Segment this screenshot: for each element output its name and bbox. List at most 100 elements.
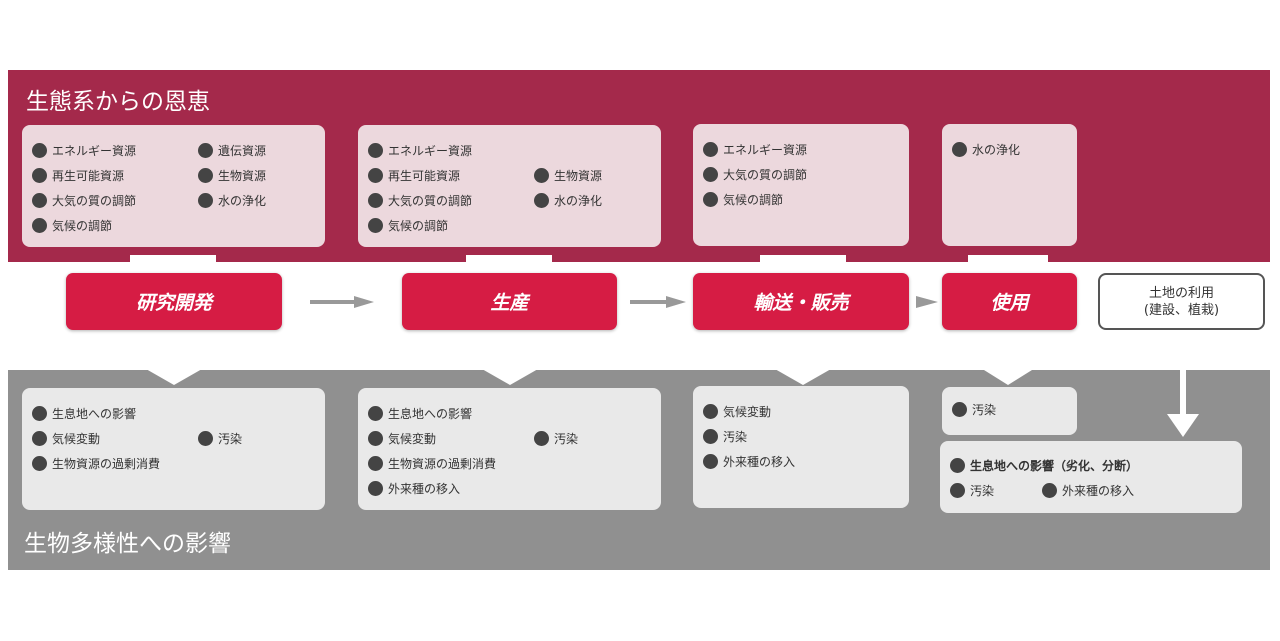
bullet-icon [368,168,383,183]
item-row: 生物資源の過剰消費 [368,451,661,476]
connector [130,255,216,277]
item-row: 大気の質の調節 水の浄化 [368,188,661,213]
list-item: 大気の質の調節 [703,166,807,183]
bullet-icon [198,168,213,183]
list-item: 気候の調節 [703,191,783,208]
item-label: 生息地への影響 [52,407,137,421]
item-row: 再生可能資源 生物資源 [368,163,661,188]
item-row: エネルギー資源 遺伝資源 [32,138,325,163]
item-label: 気候変動 [388,432,437,446]
impacts-box-transport: 気候変動汚染外来種の移入 [693,386,909,508]
list-item: 生物資源 [534,167,602,184]
land-use-label: 土地の利用 [1148,285,1214,301]
impacts-box-use: 汚染 [942,387,1077,435]
item-label: 水の浄化 [972,143,1021,157]
item-label: 水の浄化 [554,194,603,208]
item-row: エネルギー資源 [703,137,909,162]
right-arrow-icon [310,296,374,308]
connector [968,255,1048,277]
bullet-icon [368,456,383,471]
bullet-icon [32,143,47,158]
item-row: 外来種の移入 [368,476,661,501]
list-item: 再生可能資源 [32,167,198,184]
item-label: 気候の調節 [723,193,784,207]
list-item: 汚染 [703,428,747,445]
item-label: エネルギー資源 [723,143,808,157]
bullet-icon [534,193,549,208]
bullet-icon [198,193,213,208]
connector [760,255,846,277]
list-item: 気候変動 [32,430,198,447]
item-label: エネルギー資源 [388,144,473,158]
item-label: 生物資源 [554,169,603,183]
item-row: 気候変動 [703,399,909,424]
item-label: 大気の質の調節 [388,194,473,208]
bullet-icon [368,193,383,208]
bullet-icon [32,406,47,421]
list-item: 汚染 [950,482,1042,499]
item-label: 気候の調節 [52,219,113,233]
item-label: 生息地への影響（劣化、分断） [970,459,1139,473]
item-label: 気候変動 [52,432,101,446]
item-label: 汚染 [972,403,997,417]
item-row: 気候変動 汚染 [368,426,661,451]
list-item: 水の浄化 [198,192,266,209]
list-item: 生息地への影響（劣化、分断） [950,457,1138,474]
stage-use: 使用 [942,273,1077,330]
bullet-icon [198,143,213,158]
impacts-box-land-use: 生息地への影響（劣化、分断） 汚染 外来種の移入 [940,441,1242,513]
list-item: エネルギー資源 [32,142,198,159]
list-item: 再生可能資源 [368,167,534,184]
item-label: 外来種の移入 [723,455,796,469]
stage-research-development: 研究開発 [66,273,282,330]
list-item: 汚染 [952,401,996,418]
item-label: 汚染 [554,432,579,446]
bullet-icon [368,431,383,446]
benefits-box-production: エネルギー資源再生可能資源 生物資源大気の質の調節 水の浄化気候の調節 [358,125,661,247]
connector [968,330,1048,346]
item-label: 再生可能資源 [52,169,125,183]
benefits-box-use: 水の浄化 [942,124,1077,246]
item-label: 汚染 [218,432,243,446]
item-row: 生息地への影響（劣化、分断） [950,453,1242,478]
item-row: 汚染 外来種の移入 [950,478,1242,503]
list-item: 気候変動 [703,403,771,420]
item-label: エネルギー資源 [52,144,137,158]
bullet-icon [368,481,383,496]
bullet-icon [952,142,967,157]
list-item: エネルギー資源 [368,142,534,159]
stage-transport-sales: 輸送・販売 [693,273,909,330]
connector [466,255,552,277]
list-item: 外来種の移入 [1042,482,1134,499]
bullet-icon [703,192,718,207]
bullet-icon [368,218,383,233]
down-arrow-icon [104,345,244,385]
list-item: エネルギー資源 [703,141,807,158]
bullet-icon [534,168,549,183]
item-label: 外来種の移入 [1062,484,1135,498]
item-row: 生息地への影響 [368,401,661,426]
list-item: 外来種の移入 [368,480,534,497]
item-row: 気候の調節 [32,213,325,238]
item-row: 気候の調節 [368,213,661,238]
bullet-icon [32,193,47,208]
item-row: 大気の質の調節 [703,162,909,187]
item-label: 汚染 [970,484,995,498]
list-item: 汚染 [534,430,578,447]
bullet-icon [368,406,383,421]
item-label: 遺伝資源 [218,144,267,158]
item-row: 気候の調節 [703,187,909,212]
list-item: 気候の調節 [32,217,198,234]
item-label: 大気の質の調節 [52,194,137,208]
right-arrow-icon [630,296,686,308]
connector [130,330,216,346]
item-label: 気候の調節 [388,219,449,233]
right-arrow-icon [916,296,938,308]
bullet-icon [703,404,718,419]
list-item: 水の浄化 [952,141,1020,158]
bullet-icon [198,431,213,446]
impacts-title: 生物多様性への影響 [24,531,231,557]
item-row: エネルギー資源 [368,138,661,163]
item-label: 生息地への影響 [388,407,473,421]
item-row: 外来種の移入 [703,449,909,474]
